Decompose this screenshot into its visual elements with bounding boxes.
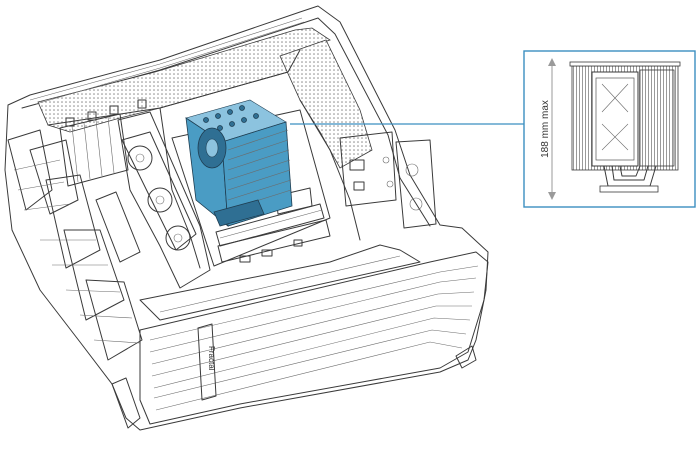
cpu-cooler-in-case xyxy=(185,99,293,227)
graphics-card xyxy=(95,111,211,289)
brand-logo-text: Fractal xyxy=(207,346,216,371)
height-dimension-arrow xyxy=(548,58,556,200)
front-ribbed-panel xyxy=(139,251,489,425)
motherboard xyxy=(171,109,331,267)
expansion-slots xyxy=(59,99,147,187)
front-fan-panel xyxy=(339,131,437,229)
cpu-cooler-heatsink-icon xyxy=(569,61,681,193)
height-dimension-label: 188 mm max xyxy=(540,100,551,158)
pc-case-chassis: Fractal xyxy=(4,5,489,431)
callout-box: 188 mm max xyxy=(523,50,696,208)
rear-panel-vents xyxy=(7,129,143,361)
